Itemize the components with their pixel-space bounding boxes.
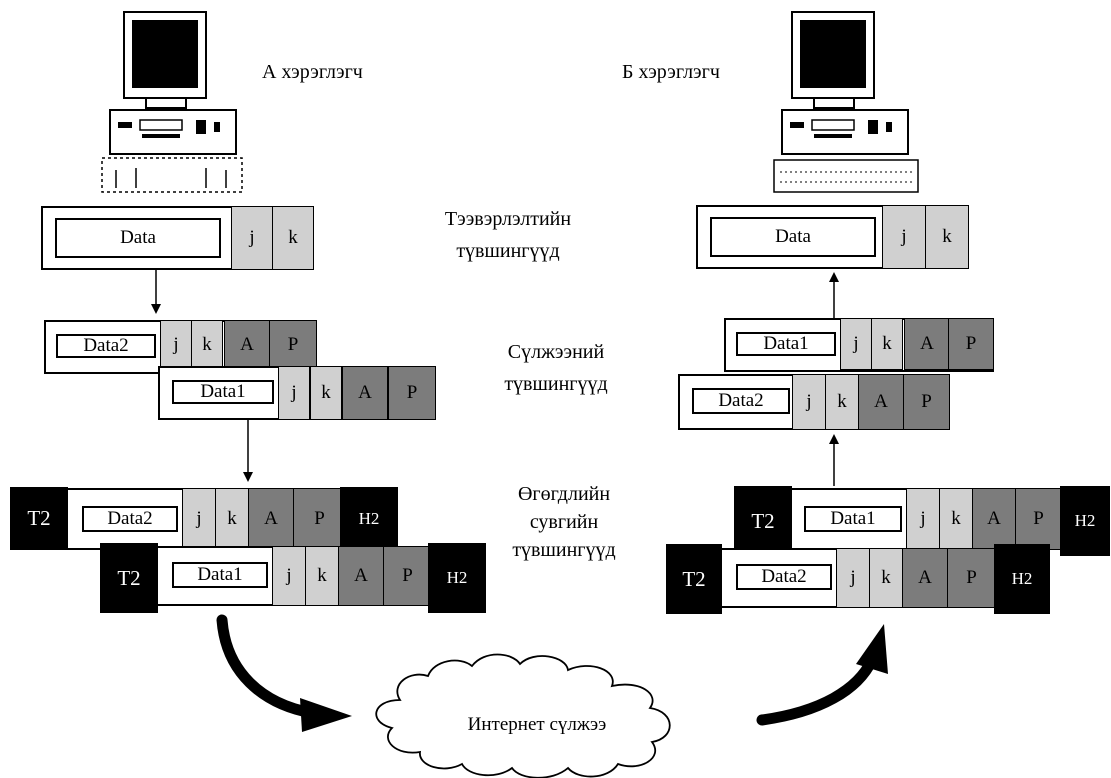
layer-datalink-line2: сувгийн: [529, 511, 599, 533]
p-field: P: [948, 318, 994, 370]
net-packet-left-2: Data1 j k A P: [158, 366, 436, 420]
layer-network-label: Сүлжээний түвшингүүд: [466, 340, 646, 396]
a-field: A: [904, 318, 950, 370]
h2-marker: H2: [340, 487, 398, 550]
data-field: Data: [710, 217, 876, 257]
j-field: j: [278, 366, 310, 420]
net-packet-left-1: Data2 j k A P: [44, 320, 317, 374]
k-field: k: [925, 205, 969, 269]
frame-right-2: Data2 j k A P: [720, 548, 998, 608]
data2-field: Data2: [56, 334, 156, 358]
k-field: k: [272, 206, 314, 270]
frame-left-2: Data1 j k A P: [156, 546, 432, 606]
t2-marker: T2: [100, 543, 158, 613]
frame-left-1: Data2 j k A P: [66, 488, 346, 550]
a-field: A: [902, 548, 948, 608]
network-cloud-label: Интернет сүлжээ: [467, 714, 607, 735]
layer-application-label: Тээвэрлэлтийн түвшингүүд: [418, 207, 598, 263]
j-field: j: [882, 205, 926, 269]
data1-field: Data1: [172, 562, 268, 588]
user-b-label: Б хэрэглэгч: [622, 61, 720, 83]
p-field: P: [903, 374, 950, 430]
a-field: A: [338, 546, 384, 606]
layer-network-line2: түвшингүүд: [504, 373, 608, 395]
t2-marker: T2: [10, 487, 68, 550]
layer-datalink-line3: түвшингүүд: [512, 539, 616, 561]
j-field: j: [272, 546, 306, 606]
net-packet-right-1: Data1 j k A P: [724, 318, 994, 372]
p-field: P: [388, 366, 436, 420]
layer-application-line2: түвшингүүд: [456, 240, 560, 262]
t2-marker: T2: [734, 486, 792, 556]
user-a-label: А хэрэглэгч: [262, 61, 363, 83]
curved-arrow-icon: [216, 614, 318, 719]
t2-marker: T2: [666, 544, 722, 614]
h2-marker: H2: [1060, 486, 1110, 556]
curved-arrow-icon: [756, 654, 878, 726]
k-field: k: [191, 320, 223, 370]
net-packet-right-2: Data2 j k A P: [678, 374, 950, 430]
j-field: j: [840, 318, 872, 370]
layer-datalink-line1: Өгөгдлийн: [517, 483, 611, 505]
data2-field: Data2: [736, 564, 832, 590]
k-field: k: [310, 366, 342, 420]
k-field: k: [871, 318, 903, 370]
p-field: P: [383, 546, 432, 606]
p-field: P: [269, 320, 317, 370]
data1-field: Data1: [804, 506, 902, 532]
h2-marker: H2: [994, 544, 1050, 614]
data2-field: Data2: [692, 388, 790, 414]
p-field: P: [947, 548, 996, 608]
a-field: A: [342, 366, 388, 420]
j-field: j: [231, 206, 273, 270]
k-field: k: [825, 374, 859, 430]
data2-field: Data2: [82, 506, 178, 532]
data1-field: Data1: [736, 332, 836, 356]
j-field: j: [906, 488, 940, 550]
j-field: j: [836, 548, 870, 608]
cloud-icon: [375, 653, 671, 778]
app-packet-right: Data j k: [696, 205, 969, 269]
data1-field: Data1: [172, 380, 274, 404]
j-field: j: [182, 488, 216, 550]
app-packet-left: Data j k: [41, 206, 314, 270]
a-field: A: [858, 374, 904, 430]
layer-network-line1: Сүлжээний: [507, 341, 605, 363]
j-field: j: [792, 374, 826, 430]
layer-datalink-label: Өгөгдлийн сувгийн түвшингүүд: [474, 482, 654, 562]
layer-application-line1: Тээвэрлэлтийн: [444, 208, 572, 230]
h2-marker: H2: [428, 543, 486, 613]
computer-b-icon: [773, 11, 919, 193]
computer-a-icon: [101, 11, 243, 193]
data-field: Data: [55, 218, 221, 258]
a-field: A: [972, 488, 1016, 550]
